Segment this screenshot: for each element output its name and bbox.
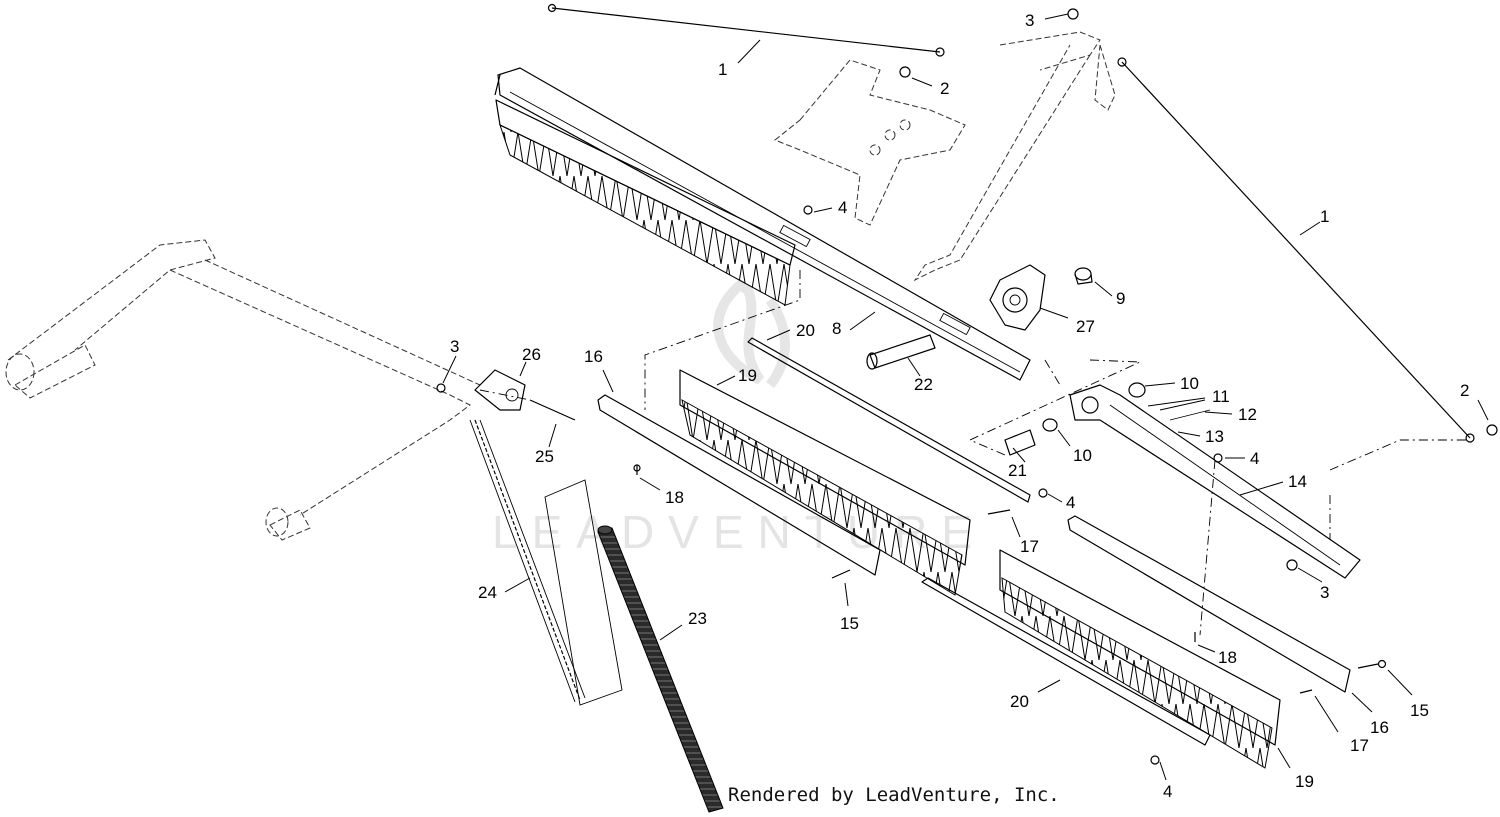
tow-arm (913, 31, 1116, 282)
chain-envelope (544, 479, 623, 706)
pivot-bracket (989, 264, 1046, 331)
callout-8: 8 (832, 319, 841, 338)
callout-11: 11 (1212, 387, 1230, 406)
callout-2-top: 2 (940, 79, 949, 98)
callout-13: 13 (1205, 427, 1224, 446)
middle-strap (747, 337, 1031, 503)
ghost-frame-assembly (5, 239, 481, 541)
hardware (436, 8, 1498, 765)
callout-14: 14 (1288, 472, 1307, 491)
callout-24: 24 (478, 583, 497, 602)
lower-strap (921, 577, 1211, 746)
pin-25 (529, 399, 576, 421)
callout-27: 27 (1076, 317, 1095, 336)
upper-mount-plate (774, 59, 966, 226)
watermark-logo (713, 278, 790, 389)
callout-17-middle: 17 (1020, 537, 1039, 556)
chain (469, 419, 586, 703)
callout-3-right: 3 (1320, 583, 1329, 602)
callout-1-left: 1 (718, 60, 727, 79)
callout-21: 21 (1008, 461, 1027, 480)
callout-4-middle: 4 (1066, 493, 1075, 512)
roller-bushing (1074, 267, 1093, 285)
callout-22: 22 (914, 375, 933, 394)
middle-tine-strip (679, 369, 971, 596)
bolt-22 (866, 334, 936, 370)
leader-lines (442, 13, 1489, 781)
lower-rake-bar (1067, 515, 1351, 693)
lower-tine-strip (999, 549, 1281, 769)
callout-20-lower: 20 (1010, 692, 1029, 711)
callout-labels: 1 1 2 2 3 3 3 4 4 4 4 8 9 10 10 11 12 13… (450, 11, 1469, 801)
spring-rod (597, 525, 724, 813)
callout-4-arm: 4 (1250, 449, 1259, 468)
callout-2-right: 2 (1460, 381, 1469, 400)
callout-4-bottom: 4 (1163, 782, 1172, 801)
right-arm (1004, 382, 1361, 579)
callout-12: 12 (1238, 405, 1257, 424)
cable-left (551, 7, 941, 53)
callout-19-right: 19 (1295, 772, 1314, 791)
callout-10-lower: 10 (1073, 446, 1092, 465)
callout-16-right: 16 (1370, 718, 1389, 737)
footer-credit: Rendered by LeadVenture, Inc. (728, 784, 1060, 806)
upper-tine-strip (495, 99, 796, 306)
callout-9: 9 (1116, 289, 1125, 308)
callout-18-middle: 18 (665, 488, 684, 507)
link-26 (474, 369, 526, 411)
callout-3-top: 3 (1025, 11, 1034, 30)
callout-25: 25 (535, 447, 554, 466)
callout-3-left: 3 (450, 337, 459, 356)
callout-15-middle: 15 (840, 614, 859, 633)
cable-right (1121, 61, 1471, 439)
callout-20-middle: 20 (796, 321, 815, 340)
callout-23: 23 (688, 609, 707, 628)
callout-18-right: 18 (1218, 648, 1237, 667)
callout-26: 26 (522, 345, 541, 364)
callout-15-right: 15 (1410, 701, 1429, 720)
callout-10-upper: 10 (1180, 374, 1199, 393)
callout-1-right: 1 (1320, 207, 1329, 226)
upper-rake-bar (494, 67, 1031, 381)
callout-4-upper: 4 (838, 198, 847, 217)
callout-19-middle: 19 (738, 366, 757, 385)
callout-16-middle: 16 (584, 347, 603, 366)
callout-17-right: 17 (1350, 736, 1369, 755)
